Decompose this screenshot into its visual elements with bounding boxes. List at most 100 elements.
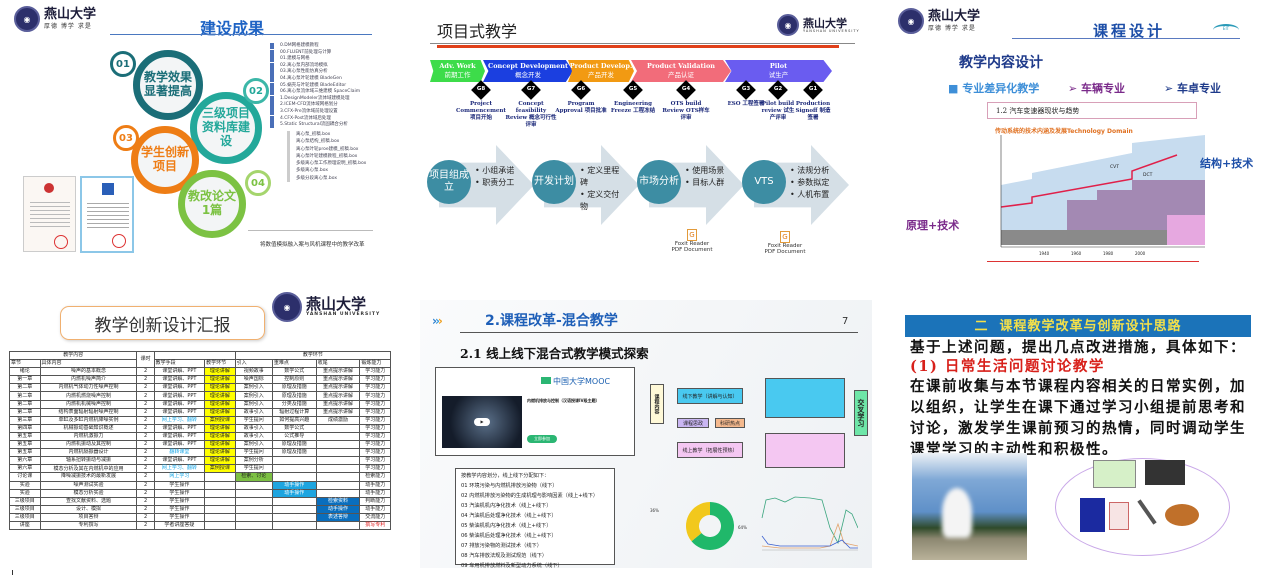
university-logo: ◉ 燕山大学厚德 博学 求是 [898,8,980,34]
series-orange [761,522,858,549]
table-cell: 案例授课 [204,415,236,425]
step-circle: VTS [742,160,786,204]
step-bullet: • 目标人群 [685,178,725,187]
slide-construction-results[interactable]: ◉ 燕山大学厚德 博学 求是 建设成果 教学效果显著提高 01 三级项目资料库建… [0,0,418,282]
resource-file-item[interactable]: 多级离心泵工作原理说明_初稿.box [287,160,366,168]
resource-file-item[interactable]: 离心泵叶轮proe建模_初稿.box [287,145,366,153]
table-cell: 如何提高兴趣 [271,415,317,425]
resource-folder-item[interactable]: 04.离心泵叶轮建模 BladeGen [270,75,360,83]
domain-area-mid [1001,180,1205,245]
table-cell [315,431,361,442]
online-offline-donut-chart [686,502,734,550]
resource-folder-item[interactable]: 03.离心泵性能仿真分析 [270,69,360,76]
resource-folder-item[interactable]: 3.CFX-Pre流体域前处理设置 [270,108,360,116]
table-cell: 2 [136,431,155,442]
pdf-attachment[interactable]: G Foxit Reader PDF Document [667,229,717,253]
patent-certificate [23,176,76,252]
chevrons-icon: ››› [432,314,443,328]
table-cell: 故事引入 [234,431,273,442]
table-cell: 理论讲解 [204,391,236,401]
table-cell: 第六章 [9,456,41,466]
resource-folder-item[interactable]: 4.CFX-Post流体域后处理 [270,115,360,122]
resource-folder-item[interactable]: 1.DesignModeler流体域建模处理 [270,95,360,102]
phase-zh: 产品开发 [588,71,614,79]
flow-ideology: 课程思政 [677,418,709,428]
table-cell: 重点提示讲解 [315,367,361,377]
body-text: 在课前收集与本节课程内容相关的日常实例，加 以组织，让学生在课下通过学习小组提前… [910,376,1246,460]
table-cell [234,520,273,531]
step-circle: 开发计划 [532,160,576,204]
resource-folder-item[interactable]: 05.蜗壳与叶轮建模 BladeEditor [270,82,360,89]
table-cell: 翻转课堂 [153,448,206,458]
table-cell: 动手操作 [315,504,361,514]
table-cell: 原理及措施 [271,391,317,401]
gate-label: Pilot build review 试生产评审 [761,101,795,121]
gate-label: ESO 工程签署 [727,101,765,107]
table-cell: 案例引入 [234,399,273,409]
table-cell: 学习能力 [359,431,391,442]
table-cell [234,512,273,522]
table-header: 章节具体内容教学手段教学环节引入重难点收尾锻炼能力 [9,359,391,369]
table-group-header: 教学内容课时教学环节 [8,350,392,369]
title-accent-bar [437,45,839,48]
logo-name: 燕山大学 [306,295,367,313]
technology-domain-chart [1000,135,1205,248]
mooc-screenshot: 中国大学MOOC ▶ 内燃机排放与控制（汉语授课IV级主题） 立即参加 [435,367,635,456]
resource-folder-item[interactable]: 02.离心泵内部流场模拟 [270,62,360,69]
table-cell: 理论讲解 [204,456,236,466]
resource-folder-item[interactable]: 0.DM网格建模教程 [270,43,360,50]
resource-folder-item[interactable]: 2.ICEM-CFD流体域网格划分 [270,102,360,109]
attachment-type: PDF Document [671,247,713,253]
resource-folder-item[interactable]: 5.Static Structural流固耦合分析 [270,122,360,129]
table-cell: 三级项目 [9,504,41,514]
table-cell [271,464,317,474]
gate-label: Engineering Freeze 工程冻结 [610,101,656,114]
course-video-thumbnail[interactable]: ▶ [442,396,522,448]
resource-file-item[interactable]: 多级离心泵.box [287,167,366,175]
body-line: 讨论，激发学生课前预习的热情，同时调动学生 [910,420,1246,437]
resource-file-item[interactable]: 离心泵叶轮建模教程_初稿.box [287,152,366,161]
table-cell: 内燃机振动及其控制 [39,440,138,450]
table-cell: 机械振动基础知识概述 [39,423,138,433]
slide-blended-teaching[interactable]: ››› 2.课程改革-混合教学 7 2.1 线上线下混合式教学模式探索 中国大学… [420,300,872,568]
resource-file-item[interactable]: 离心泵_初稿.box [287,131,366,139]
pdf-attachment[interactable]: G Foxit Reader PDF Document [760,231,810,255]
resource-file-item[interactable]: 多级分段离心泵.box [287,174,366,183]
table-cell: 实验 [9,480,41,490]
enroll-button[interactable]: 立即参加 [527,435,557,443]
year-tick: 1940 [1039,251,1050,256]
bullet-vehicle-major: ➢ 车辆专业 [1068,82,1126,95]
table-cell [234,488,273,498]
table-cell: 2 [136,488,155,498]
slide-reform-ideas[interactable]: 二 课程教学改革与创新设计思路 基于上述问题，提出几点改进措施，具体如下： (1… [900,313,1255,568]
table-cell: 实验 [9,488,41,498]
domain-area-lower [1001,230,1201,245]
gate-id: G2 [773,86,783,92]
cursor-mark [12,570,13,575]
slide-course-design[interactable]: ◉ 燕山大学厚德 博学 求是 课程设计 EIT 教学内容设计 ■ 专业差异化教学… [880,0,1270,282]
table-cell: 学习能力 [359,367,391,377]
resource-file-item[interactable]: 离心泵结构_初稿.box [287,138,366,146]
table-cell: 第二章 [9,407,41,417]
table-cell [271,520,317,531]
gate-label: Concept feasibility Review 概念可行性评审 [505,101,557,128]
table-cell: 课堂讲解、PPT [153,440,206,450]
bubble-teaching-effect: 教学效果显著提高 [133,50,203,120]
table-cell: 理论讲解 [204,383,236,393]
resource-folder-item[interactable]: 01.建模与网格 [270,56,360,63]
table-cell: 检索、讨论 [234,472,273,482]
group-header-content: 教学内容 [8,350,138,361]
attachment-type: PDF Document [764,249,806,255]
chapter-list-item: 03 汽油机机内净化技术（线上+线下） [461,503,552,509]
resource-folder-item[interactable]: 06.离心泵流体域三维建模 SpaceClaim [270,89,360,96]
play-button[interactable]: ▶ [474,418,490,426]
resource-folder-item[interactable]: 00.FLUENT前处理与计算 [270,49,360,56]
phase-zh: 概念开发 [515,71,541,79]
